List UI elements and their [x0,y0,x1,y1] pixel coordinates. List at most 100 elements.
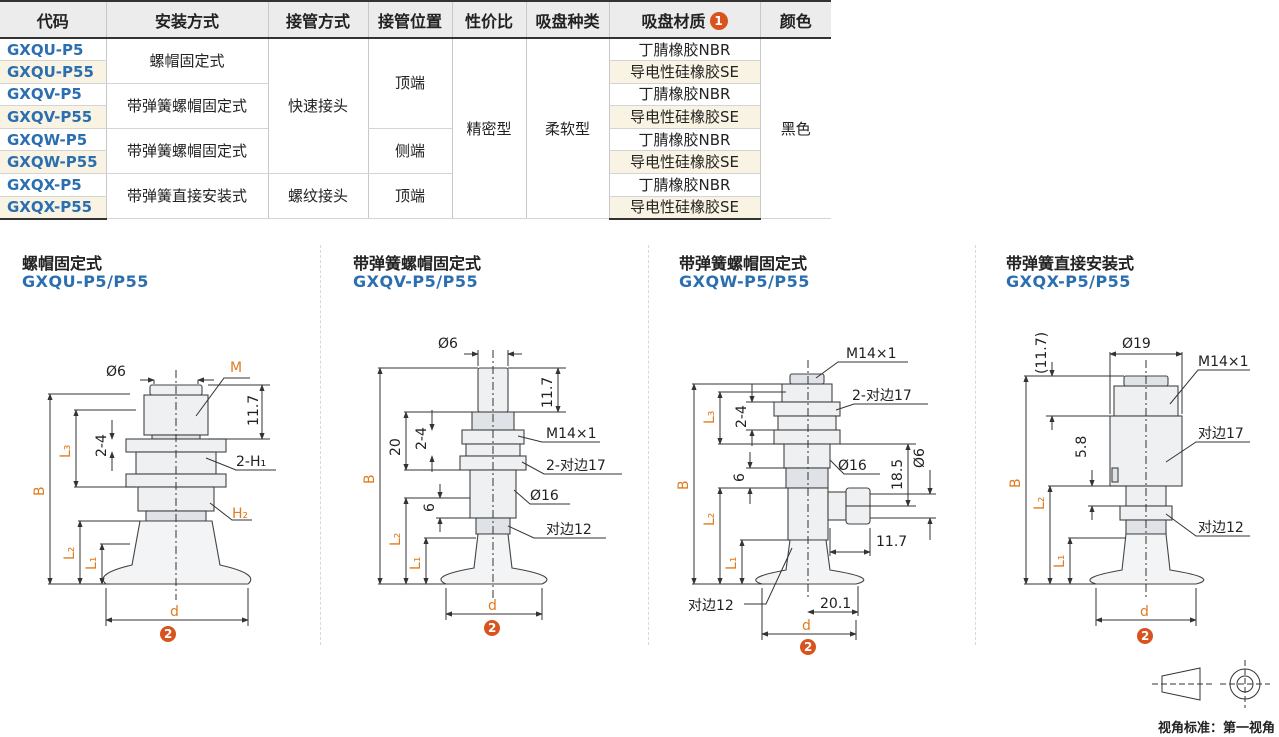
v-m14-label: M14×1 [546,426,597,442]
table-row: GXQX-P5 带弹簧直接安装式 螺纹接头 顶端 丁腈橡胶NBR [0,173,831,220]
x-m14-label: M14×1 [1198,354,1249,370]
x-d-badge-text: 2 [1141,629,1149,643]
u-l2-label: L₂ [62,547,78,560]
material-cell: 丁腈橡胶NBR [608,173,760,197]
w-201-label: 20.1 [820,596,851,612]
x-flat12-label: 对边12 [1198,520,1244,536]
v-24-label: 2-4 [414,427,430,450]
x-117-label: (11.7) [1034,332,1050,374]
x-58-label: 5.8 [1074,436,1090,458]
code-cell: GXQU-P55 [0,60,106,84]
drawing-gxqv: Ø6 11.7 20 2-4 M14×1 2-对边17 Ø16 6 对边12 B… [362,336,622,636]
x-d-badge [1137,628,1153,644]
table-row: GXQX-P55 导电性硅橡胶SE [0,196,831,220]
projection-note: 视角标准：第一视角 [1157,721,1275,736]
u-d-badge [160,626,176,642]
header-color: 颜色 [759,0,831,39]
drawing-gxqu: Ø6 M 11.7 2-4 2-H₁ H₂ B L₃ L₂ L₁ d 2 [32,360,276,642]
x-flat17-label: 对边17 [1198,426,1244,442]
view-divider [648,245,649,645]
material-cell: 导电性硅橡胶SE [608,105,760,129]
v-flat12-label: 对边12 [546,522,592,538]
u-l1-label: L₁ [84,557,100,570]
drawing-gxqw: M14×1 2-4 2-对边17 Ø16 18.5 Ø6 6 11.7 对边12… [676,346,936,655]
u-24-label: 2-4 [94,434,110,457]
material-cell: 导电性硅橡胶SE [608,196,760,220]
v-117-label: 11.7 [540,377,556,408]
view-title-v: 带弹簧螺帽固定式 [353,254,482,273]
code-cell: GXQV-P5 [0,83,106,107]
w-b-label: B [676,480,692,490]
v-6-label: 6 [422,503,438,512]
w-l1-label: L₁ [724,557,740,570]
mount-cell: 螺帽固定式 [105,38,268,84]
material-badge: 1 [709,11,728,30]
w-d-badge [800,639,816,655]
w-6-label: 6 [732,473,748,482]
header-mount: 安装方式 [105,0,268,39]
view-code-x: GXQX-P5/P55 [1006,272,1131,291]
w-phi16-label: Ø16 [838,458,867,474]
code-cell: GXQW-P55 [0,150,106,175]
v-l1-label: L₁ [408,557,424,570]
color-cell: 黑色 [759,38,831,220]
position-cell: 侧端 [367,128,452,175]
x-l2-label: L₂ [1032,497,1048,510]
w-phi6-label: Ø6 [912,448,928,468]
w-m14-label: M14×1 [846,346,897,362]
u-l3-label: L₃ [58,445,74,458]
material-cell: 导电性硅橡胶SE [608,150,760,175]
position-cell: 顶端 [367,38,452,129]
w-l2-label: L₂ [702,513,718,526]
v-20-label: 20 [388,438,404,456]
position-cell: 顶端 [367,173,452,220]
view-code-v: GXQV-P5/P55 [353,272,479,291]
material-cell: 丁腈橡胶NBR [608,128,760,152]
mount-cell: 带弹簧螺帽固定式 [105,128,268,175]
v-d-label: d [488,598,497,614]
header-cup-type: 吸盘种类 [525,0,609,39]
w-117-label: 11.7 [876,534,907,550]
v-d-badge-text: 2 [488,621,496,635]
w-d-label: d [802,618,811,634]
w-24-label: 2-4 [734,405,750,428]
w-flat12-label: 对边12 [688,598,734,614]
header-material-label: 吸盘材质 [641,11,706,31]
v-b-label: B [362,474,378,484]
view-title-x: 带弹簧直接安装式 [1006,254,1135,273]
u-m-label: M [230,360,242,376]
code-cell: GXQX-P5 [0,173,106,197]
view-title-w: 带弹簧螺帽固定式 [679,254,808,273]
code-cell: GXQV-P55 [0,105,106,129]
code-cell: GXQU-P5 [0,38,106,62]
u-117-label: 11.7 [246,395,262,426]
v-flat17-label: 2-对边17 [546,458,606,474]
v-d-badge [484,620,500,636]
u-phi6-label: Ø6 [106,364,126,380]
view-divider [975,245,976,645]
value-cell: 精密型 [451,38,526,220]
table-row: GXQW-P55 导电性硅橡胶SE [0,150,831,175]
x-phi19-label: Ø19 [1122,336,1151,352]
material-cell: 丁腈橡胶NBR [608,38,760,62]
projection-symbol-icon [1152,660,1270,708]
view-divider [320,245,321,645]
u-b-label: B [32,486,48,496]
mount-cell: 带弹簧螺帽固定式 [105,83,268,129]
table-row: GXQU-P55 导电性硅橡胶SE [0,60,831,84]
w-d-badge-text: 2 [804,640,812,654]
w-flat17-label: 2-对边17 [852,388,912,404]
v-phi6-label: Ø6 [438,336,458,352]
v-l2-label: L₂ [388,533,404,546]
header-value: 性价比 [451,0,526,39]
w-185-label: 18.5 [890,459,906,490]
x-l1-label: L₁ [1052,555,1068,568]
material-cell: 丁腈橡胶NBR [608,83,760,107]
code-cell: GXQX-P55 [0,196,106,220]
u-d-badge-text: 2 [164,627,172,641]
view-code-u: GXQU-P5/P55 [22,272,149,291]
